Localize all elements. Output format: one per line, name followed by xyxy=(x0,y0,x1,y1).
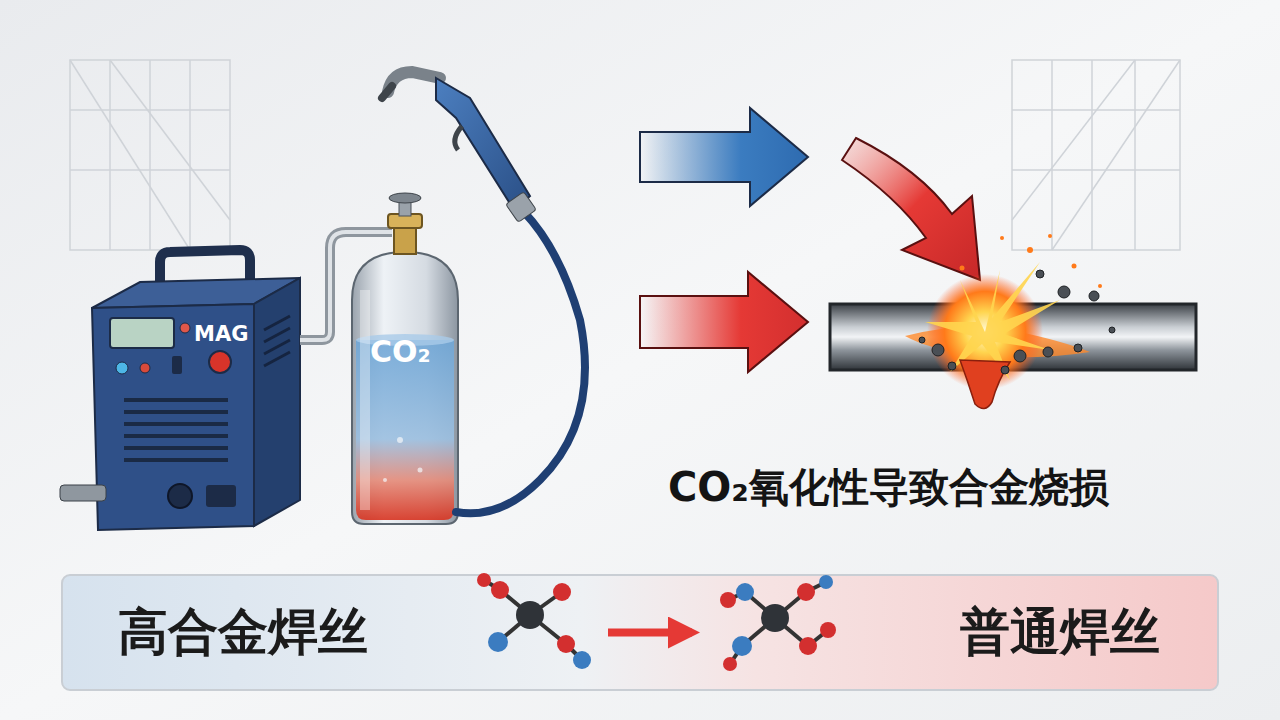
bubble xyxy=(383,478,387,482)
welding-gun xyxy=(382,72,536,222)
bubble xyxy=(418,468,423,473)
cylinder-body xyxy=(352,252,458,524)
gun-tip xyxy=(382,86,392,98)
welder-socket xyxy=(168,484,192,508)
molten-drip xyxy=(960,360,1010,409)
machine-label: MAG xyxy=(194,322,248,346)
valve-wheel xyxy=(389,193,421,203)
welder-vents xyxy=(124,400,228,460)
box-text: 普通焊丝 xyxy=(960,599,1160,666)
gun-fitting xyxy=(506,192,537,223)
gun-body xyxy=(436,78,530,210)
comparison-band xyxy=(62,575,1218,690)
cylinder-label: CO₂ xyxy=(370,334,431,369)
molecule-right xyxy=(720,575,836,671)
spark-dots xyxy=(960,234,1103,288)
gun-trigger xyxy=(455,126,462,150)
slag-particles xyxy=(919,270,1115,374)
valve-brass xyxy=(394,226,416,254)
welder-knob xyxy=(180,323,190,333)
caption-text: CO₂氧化性导致合金烧损 xyxy=(668,460,1109,515)
welder-side xyxy=(254,278,300,526)
blue-flow-arrow xyxy=(640,108,808,206)
box-text: 高合金焊丝 xyxy=(118,599,368,666)
welding-hose xyxy=(456,212,585,513)
welder-knob xyxy=(116,362,128,374)
grid-sketch xyxy=(70,60,1180,250)
comparison-box: 普通焊丝 xyxy=(700,575,1218,690)
curved-red-arrow xyxy=(842,138,980,280)
workpiece-bar xyxy=(830,234,1196,409)
welder-display xyxy=(110,318,174,348)
co2-cylinder xyxy=(352,193,458,524)
welder-knob xyxy=(140,363,150,373)
gun-nozzle xyxy=(388,72,440,92)
welder-socket xyxy=(206,485,236,507)
molecule-left xyxy=(477,573,591,669)
comparison-box: 高合金焊丝 xyxy=(62,575,600,690)
welder-front xyxy=(92,304,254,530)
welder-side-vents xyxy=(264,316,290,366)
cylinder-shine xyxy=(360,290,370,510)
bubble xyxy=(397,437,403,443)
welder-machine xyxy=(60,250,300,530)
welder-switch xyxy=(172,356,182,374)
welder-knob xyxy=(209,351,231,373)
red-flow-arrow xyxy=(640,272,808,372)
welder-connector xyxy=(60,485,106,501)
conversion-arrow xyxy=(608,629,692,637)
